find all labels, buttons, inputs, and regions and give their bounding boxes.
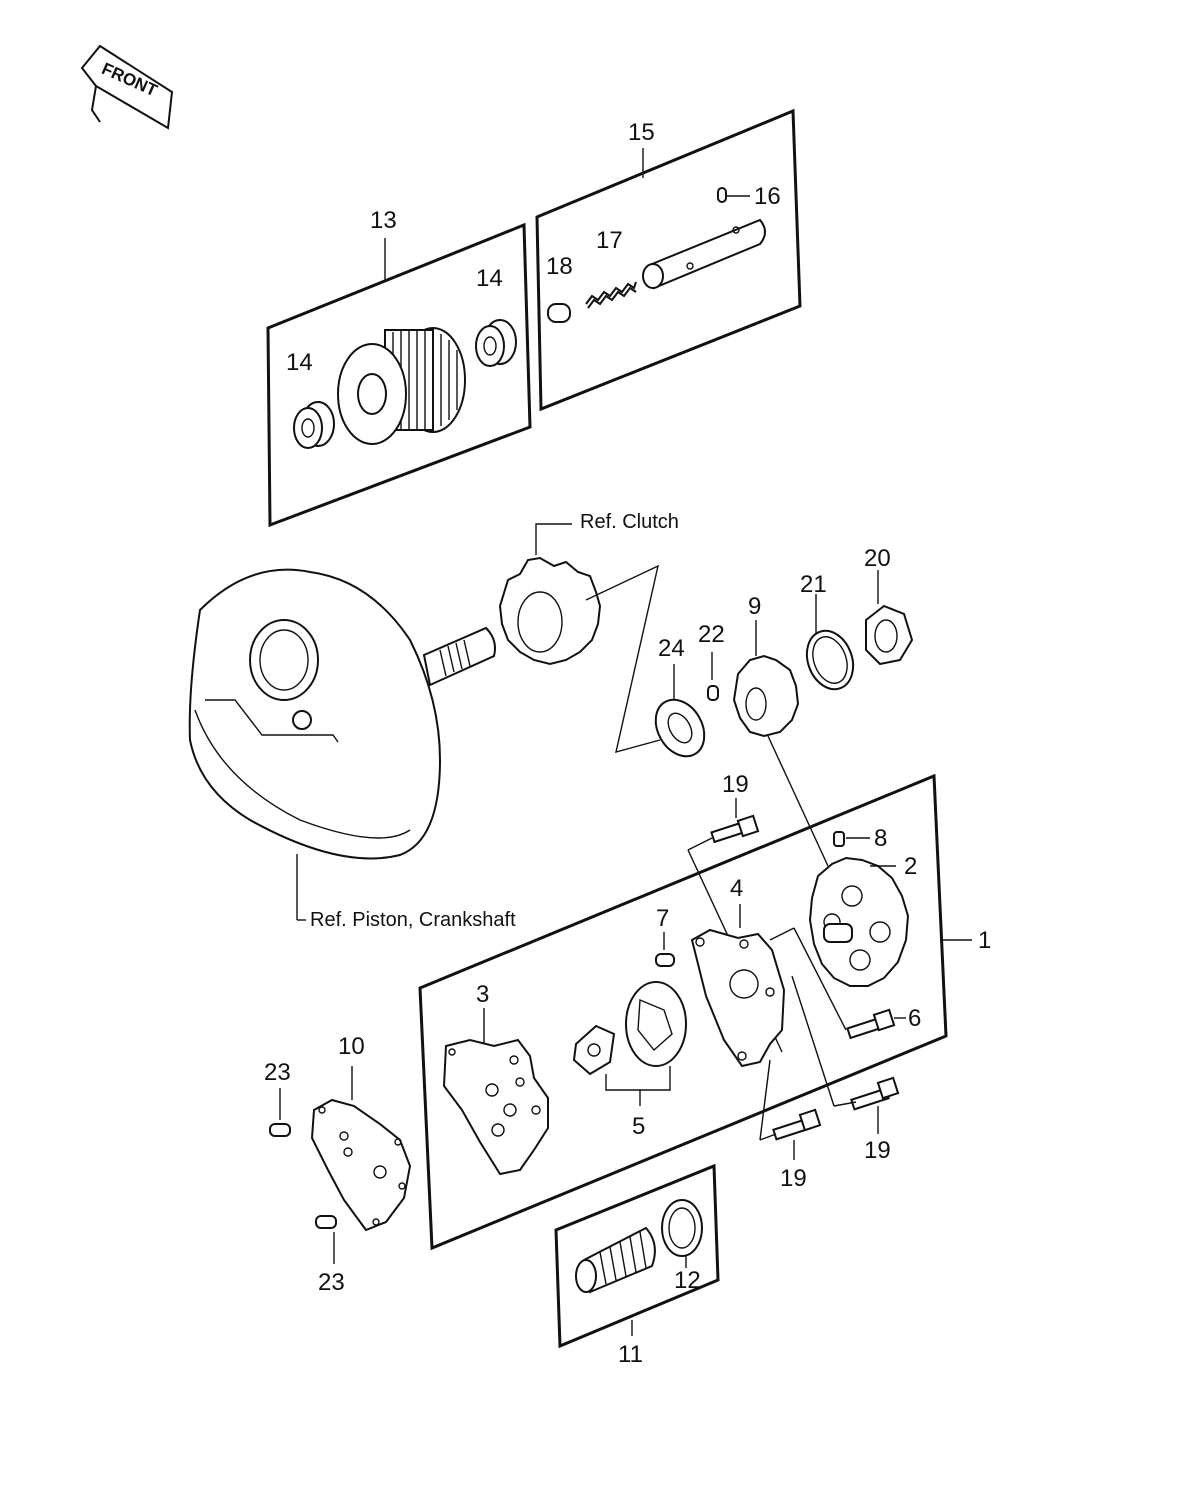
callout-17: 17	[596, 227, 623, 254]
bolt-19-lower	[759, 1059, 822, 1160]
callout-3: 3	[476, 981, 489, 1008]
callout-1: 1	[978, 927, 991, 954]
outer-rotor	[625, 981, 687, 1067]
valve-ball-18	[547, 303, 571, 323]
callout-8: 8	[874, 825, 887, 852]
callout-15: 15	[628, 119, 655, 146]
callout-4: 4	[730, 875, 743, 902]
washer-24	[654, 664, 706, 758]
clutch-leader	[585, 564, 661, 753]
callout-24: 24	[658, 635, 685, 662]
shaft	[422, 626, 496, 687]
callout-20: 20	[864, 545, 891, 572]
callout-7: 7	[656, 905, 669, 932]
o-ring-12	[661, 1199, 703, 1268]
callout-12: 12	[674, 1267, 701, 1294]
gasket-10	[310, 1066, 412, 1232]
front-direction-tag: FRONT	[80, 44, 174, 130]
callout-9: 9	[748, 593, 761, 620]
callout-19-right: 19	[864, 1137, 891, 1164]
callout-22: 22	[698, 621, 725, 648]
oil-filter-element	[337, 327, 466, 445]
bolt-19-right	[791, 975, 900, 1134]
callout-11: 11	[618, 1341, 643, 1368]
callout-23-upper: 23	[264, 1059, 291, 1086]
callout-14-upper: 14	[476, 265, 503, 292]
callout-16: 16	[754, 183, 781, 210]
callout-6: 6	[908, 1005, 921, 1032]
pump-cover-4	[690, 904, 786, 1068]
pin-22	[707, 652, 719, 701]
callout-21: 21	[800, 571, 827, 598]
group-11-frame	[554, 1163, 720, 1349]
bolt-6	[769, 927, 906, 1040]
clutch-drive-gear	[498, 523, 602, 666]
circlip-21	[805, 594, 855, 691]
valve-pin-16	[717, 187, 750, 203]
ref-clutch-label: Ref. Clutch	[580, 511, 679, 533]
callout-10: 10	[338, 1033, 365, 1060]
oil-screen	[575, 1226, 656, 1294]
callout-13: 13	[370, 207, 397, 234]
callout-2: 2	[904, 853, 917, 880]
pump-drive-gear-2	[808, 856, 910, 987]
clutch-housing	[188, 568, 442, 921]
pump-body-3	[442, 1008, 549, 1176]
callout-5: 5	[632, 1113, 645, 1140]
gear-9	[732, 620, 829, 867]
callout-18: 18	[546, 253, 573, 280]
group-1-frame	[418, 773, 972, 1251]
ref-piston-crankshaft-label: Ref. Piston, Crankshaft	[310, 909, 516, 931]
valve-spring-17	[585, 281, 637, 309]
seal-ring-14-upper	[475, 319, 517, 367]
pin-7	[655, 932, 675, 967]
callout-19-top: 19	[722, 771, 749, 798]
callout-19-lower: 19	[780, 1165, 807, 1192]
pin-8	[833, 831, 870, 847]
relief-valve-body	[642, 218, 766, 290]
callout-14-lower: 14	[286, 349, 313, 376]
seal-ring-14-lower	[293, 401, 335, 449]
group-15-frame	[535, 108, 802, 412]
pin-23-upper	[269, 1088, 291, 1137]
callout-23-lower: 23	[318, 1269, 345, 1296]
nut-20	[865, 570, 914, 666]
pin-23-lower	[315, 1215, 337, 1264]
group-13-frame	[266, 222, 532, 528]
inner-rotor	[572, 1024, 671, 1106]
